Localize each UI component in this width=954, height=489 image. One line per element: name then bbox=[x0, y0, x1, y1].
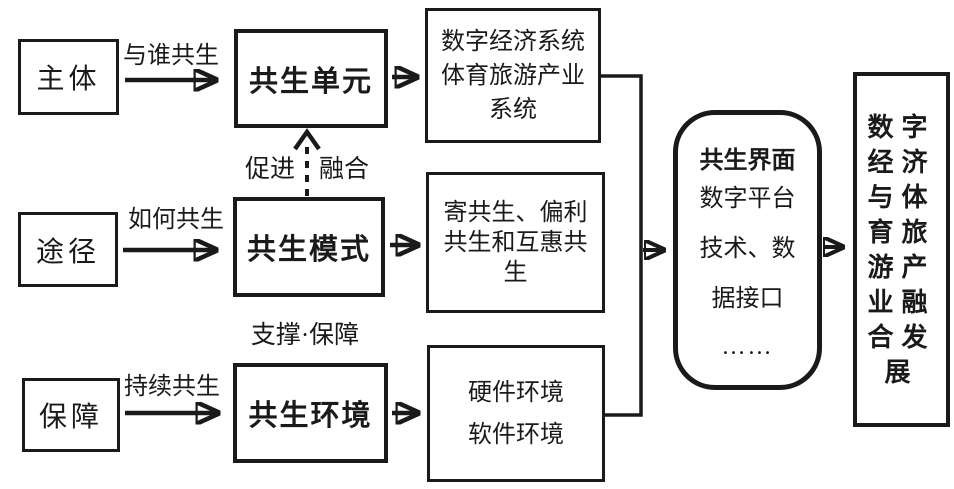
result-line: 业融 bbox=[867, 287, 936, 317]
result-line: 合发 bbox=[867, 322, 936, 352]
result-line: 与体 bbox=[867, 182, 936, 212]
interface-line: 据接口 bbox=[711, 286, 784, 312]
subject-label: 主体 bbox=[36, 64, 101, 95]
unit-detail-line: 数字经济系统 bbox=[441, 28, 585, 55]
guarantee-label: 保障 bbox=[38, 402, 103, 433]
symbiosis-unit-label: 共生单元 bbox=[248, 65, 373, 98]
mode-detail-line: 寄共生、偏利 bbox=[443, 199, 588, 226]
result-line: 育旅 bbox=[867, 217, 936, 247]
result-box: 数字 经济 与体 育旅 游产 业融 合发 展 bbox=[853, 72, 950, 427]
interface-line: 数字平台 bbox=[699, 186, 796, 212]
flow-label-sustain: 持续共生 bbox=[124, 374, 220, 400]
symbiosis-mode-label: 共生模式 bbox=[246, 234, 371, 266]
subject-box: 主体 bbox=[18, 39, 119, 115]
result-line: 游产 bbox=[867, 252, 936, 282]
mode-detail-box: 寄共生、偏利 共生和互惠共 生 bbox=[426, 172, 605, 313]
symbiosis-unit-box: 共生单元 bbox=[234, 29, 388, 128]
fusion-label: 融合 bbox=[319, 156, 370, 183]
path-label: 途径 bbox=[35, 236, 100, 268]
unit-detail-box: 数字经济系统 体育旅游产业 系统 bbox=[425, 8, 601, 143]
interface-ellipsis: …… bbox=[721, 334, 774, 360]
environment-detail-line: 硬件环境 bbox=[468, 379, 564, 406]
flow-label-how: 如何共生 bbox=[128, 207, 224, 233]
symbiosis-interface-box: 共生界面 数字平台 技术、数 据接口 …… bbox=[673, 110, 822, 390]
dashed-arrow-head bbox=[293, 128, 321, 151]
interface-line: 技术、数 bbox=[699, 236, 796, 262]
mode-detail-line: 共生和互惠共 bbox=[443, 229, 588, 256]
result-line: 数字 bbox=[867, 112, 936, 142]
environment-detail-line: 软件环境 bbox=[468, 421, 564, 448]
promote-label: 促进 bbox=[244, 156, 295, 183]
symbiosis-mode-box: 共生模式 bbox=[233, 197, 385, 297]
unit-detail-line: 系统 bbox=[489, 96, 537, 123]
unit-detail-line: 体育旅游产业 bbox=[441, 62, 585, 89]
flow-label-who: 与谁共生 bbox=[123, 43, 219, 69]
interface-title: 共生界面 bbox=[699, 148, 796, 174]
result-line: 经济 bbox=[867, 147, 936, 177]
symbiosis-environment-box: 共生环境 bbox=[233, 363, 388, 463]
path-box: 途径 bbox=[18, 212, 118, 287]
mode-detail-line: 生 bbox=[503, 259, 528, 286]
guarantee-box: 保障 bbox=[22, 378, 120, 452]
environment-detail-box: 硬件环境 软件环境 bbox=[427, 345, 605, 482]
support-guarantee-label: 支撑·保障 bbox=[250, 322, 360, 349]
result-line: 展 bbox=[884, 357, 919, 387]
promote-fusion-label: 促进 融合 bbox=[227, 155, 387, 185]
symbiosis-environment-label: 共生环境 bbox=[248, 400, 373, 432]
collector-connector-line bbox=[601, 74, 643, 417]
